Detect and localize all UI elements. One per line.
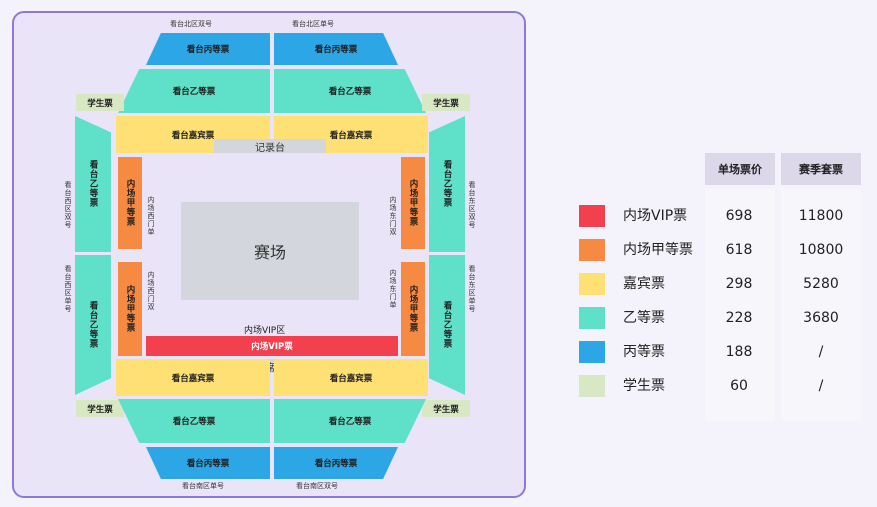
west-even-label: 看台西区双号 — [64, 181, 72, 229]
swatch-guest — [579, 273, 605, 295]
inner-vip-ticket[interactable]: 内场VIP票 — [146, 336, 398, 356]
student-sw[interactable]: 学生票 — [76, 400, 124, 417]
header-season-ticket: 赛季套票 — [781, 153, 861, 185]
south-stand-c-right[interactable]: 看台丙等票 — [274, 447, 398, 479]
legend-single: 188 — [725, 344, 753, 360]
legend-single: 60 — [730, 378, 748, 394]
swatch-b — [579, 307, 605, 329]
legend-row-student: 学生票 60 / — [575, 369, 875, 403]
legend-single: 698 — [725, 208, 753, 224]
inner-vip-area-label: 内场VIP区 — [244, 326, 286, 336]
swatch-c — [579, 341, 605, 363]
inner-a-west-top[interactable]: 内场甲等票 — [118, 157, 142, 249]
inner-west-odd-label: 内场西门单 — [147, 196, 155, 236]
legend-row-vip: 内场VIP票 698 11800 — [575, 199, 875, 233]
legend-single: 618 — [725, 242, 753, 258]
south-even-label: 看台南区双号 — [296, 482, 338, 490]
legend-row-inner-a: 内场甲等票 618 10800 — [575, 233, 875, 267]
east-odd-label: 看台东区单号 — [468, 265, 476, 313]
north-even-label: 看台北区双号 — [170, 20, 212, 28]
legend-season: / — [818, 378, 824, 394]
column-season-bg — [781, 189, 861, 421]
legend-single: 298 — [725, 276, 753, 292]
inner-east-odd-label: 内场东门单 — [389, 269, 397, 309]
legend-season: 5280 — [803, 276, 839, 292]
legend-name: 丙等票 — [623, 344, 665, 360]
legend-season: 11800 — [798, 208, 844, 224]
header-single-price: 单场票价 — [705, 153, 775, 185]
east-stand-b-top[interactable]: 看台乙等票 — [429, 116, 465, 252]
record-desk: 记录台 — [214, 139, 326, 154]
south-stand-c-left[interactable]: 看台丙等票 — [146, 447, 270, 479]
west-odd-label: 看台西区单号 — [64, 265, 72, 313]
north-stand-b-left[interactable]: 看台乙等票 — [118, 69, 270, 113]
legend-name: 嘉宾票 — [623, 276, 665, 292]
north-stand-c-right[interactable]: 看台丙等票 — [274, 33, 398, 65]
arena: 赛场 — [181, 202, 359, 300]
legend-name: 乙等票 — [623, 310, 665, 326]
swatch-student — [579, 375, 605, 397]
legend-name: 内场甲等票 — [623, 242, 693, 258]
legend-name: 内场VIP票 — [623, 208, 688, 224]
swatch-vip — [579, 205, 605, 227]
north-guest-left[interactable]: 看台嘉宾票 — [116, 116, 270, 153]
north-stand-c-left[interactable]: 看台丙等票 — [146, 33, 270, 65]
south-odd-label: 看台南区单号 — [182, 482, 224, 490]
inner-a-east-bottom[interactable]: 内场甲等票 — [401, 262, 425, 356]
north-odd-label: 看台北区单号 — [292, 20, 334, 28]
legend-row-c: 丙等票 188 / — [575, 335, 875, 369]
column-single-bg — [705, 189, 775, 421]
south-stand-b-left[interactable]: 看台乙等票 — [118, 399, 270, 443]
north-stand-b-right[interactable]: 看台乙等票 — [274, 69, 426, 113]
west-stand-b-top[interactable]: 看台乙等票 — [75, 116, 111, 252]
east-even-label: 看台东区双号 — [468, 181, 476, 229]
west-stand-b-bottom[interactable]: 看台乙等票 — [75, 255, 111, 395]
swatch-inner-a — [579, 239, 605, 261]
east-stand-b-bottom[interactable]: 看台乙等票 — [429, 255, 465, 395]
seating-map: 看台北区双号 看台北区单号 看台丙等票 看台丙等票 看台乙等票 看台乙等票 学生… — [12, 11, 526, 498]
legend-single: 228 — [725, 310, 753, 326]
legend-name: 学生票 — [623, 378, 665, 394]
legend-season: / — [818, 344, 824, 360]
legend-season: 10800 — [798, 242, 844, 258]
south-stand-b-right[interactable]: 看台乙等票 — [274, 399, 426, 443]
student-nw[interactable]: 学生票 — [76, 94, 124, 111]
inner-west-even-label: 内场西门双 — [147, 271, 155, 311]
student-se[interactable]: 学生票 — [422, 400, 470, 417]
legend-row-guest: 嘉宾票 298 5280 — [575, 267, 875, 301]
inner-east-even-label: 内场东门双 — [389, 196, 397, 236]
south-guest-right[interactable]: 看台嘉宾票 — [274, 359, 428, 396]
south-guest-left[interactable]: 看台嘉宾票 — [116, 359, 270, 396]
student-ne[interactable]: 学生票 — [422, 94, 470, 111]
legend-season: 3680 — [803, 310, 839, 326]
legend-row-b: 乙等票 228 3680 — [575, 301, 875, 335]
inner-a-east-top[interactable]: 内场甲等票 — [401, 157, 425, 249]
inner-a-west-bottom[interactable]: 内场甲等票 — [118, 262, 142, 356]
